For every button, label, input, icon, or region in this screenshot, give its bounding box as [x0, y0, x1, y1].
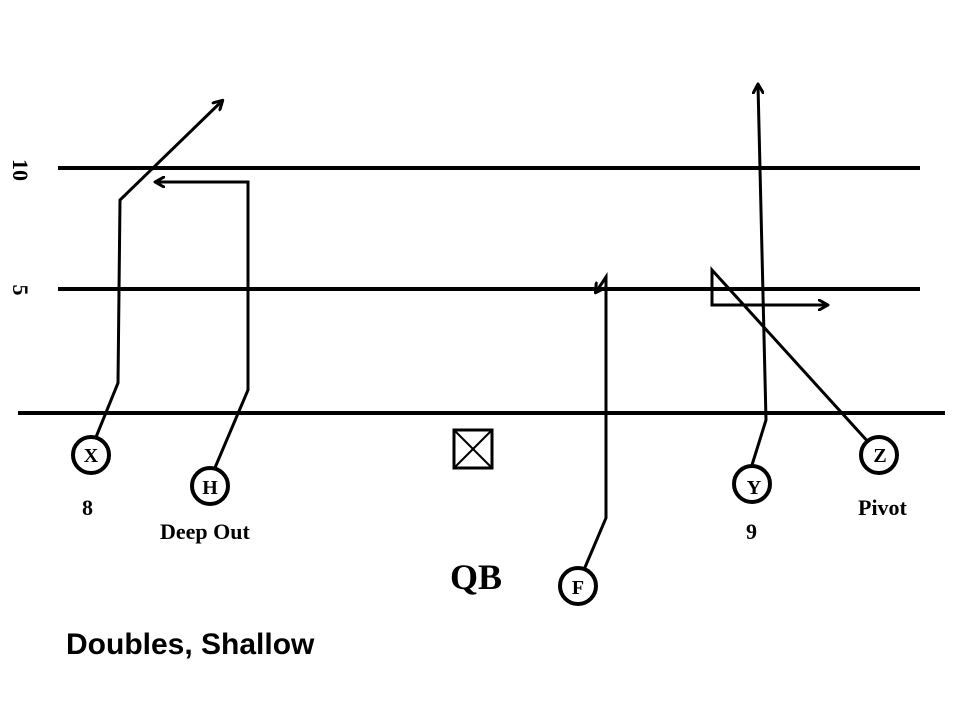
- route-label-x: 8: [82, 495, 93, 520]
- center-box: [452, 428, 494, 470]
- route-f: [581, 272, 608, 573]
- route-x: [90, 101, 222, 448]
- qb-label: QB: [450, 557, 503, 597]
- player-x-label: X: [83, 445, 99, 467]
- player-h-label: H: [202, 477, 218, 499]
- player-x-circle: [71, 435, 111, 475]
- route-y: [750, 85, 768, 466]
- route-label-z: Pivot: [858, 495, 907, 520]
- yard-marker-5: 5: [8, 284, 33, 296]
- player-f-circle: [558, 566, 598, 606]
- route-h: [156, 182, 250, 471]
- player-h-circle: [190, 466, 230, 506]
- player-y-label: Y: [746, 477, 762, 499]
- route-z: [710, 266, 872, 446]
- player-f-label: F: [571, 577, 585, 599]
- route-label-y: 9: [746, 519, 757, 544]
- route-label-h: Deep Out: [160, 519, 250, 544]
- play-title: Doubles, Shallow: [66, 628, 315, 661]
- player-z-label: Z: [873, 445, 887, 467]
- player-z-circle: [859, 435, 899, 475]
- player-y-circle: [732, 464, 772, 504]
- yard-marker-10: 10: [8, 159, 33, 181]
